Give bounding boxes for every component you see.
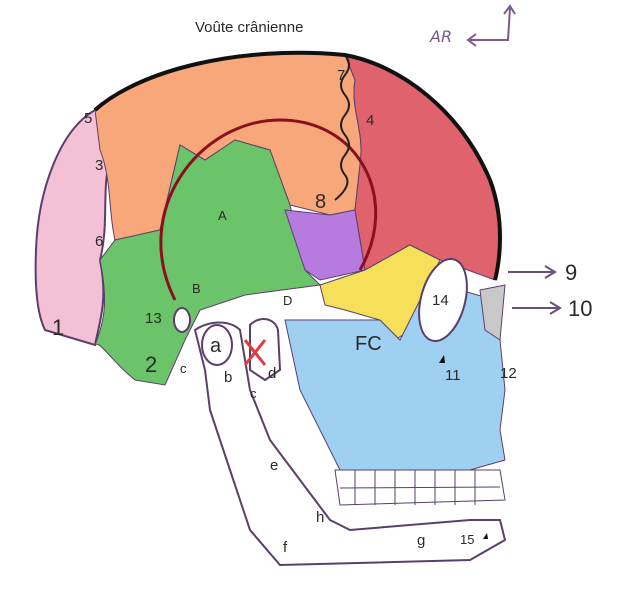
suture-arc [159,118,378,301]
foramen-15 [483,533,488,539]
label-15: 15 [460,532,474,547]
label-7: 7 [337,67,345,84]
label-A: A [218,208,227,223]
temporal-region [94,139,322,386]
foramen-11 [439,355,445,363]
foramen-13 [173,307,191,333]
label-c-left: c [180,361,187,376]
label-2: 2 [145,352,157,377]
label-c-mid: c [250,386,257,401]
label-13: 13 [145,310,162,327]
face-region [284,289,506,471]
label-10: 10 [568,296,592,321]
arrow-9 [508,265,557,279]
label-3: 3 [95,157,103,174]
label-5: 5 [84,110,92,127]
arrow-10 [512,301,562,315]
label-D: D [283,293,292,308]
label-6: 6 [95,233,103,250]
coronoid-process [249,318,282,382]
orbit-14 [418,258,468,342]
label-1: 1 [52,315,64,340]
label-B: B [192,281,201,296]
label-14: 14 [432,292,449,309]
label-f: f [283,539,288,556]
label-8: 8 [315,191,326,213]
label-4: 4 [366,112,374,129]
label-9: 9 [565,260,577,285]
title-label: Voûte crânienne [195,19,303,36]
label-g: g [417,532,425,549]
orientation-label: AR [429,27,452,46]
coronal-suture [334,54,350,201]
condyle-a [201,324,233,366]
label-FC: FC [355,333,382,355]
mandible [193,321,507,567]
label-b: b [224,369,232,386]
nasal-region [479,284,506,341]
label-12: 12 [500,365,517,382]
teeth [334,469,506,506]
label-11: 11 [445,367,461,384]
orientation-arrow [466,4,516,47]
cross-mark [243,339,267,366]
label-a: a [210,335,222,357]
label-e: e [270,457,278,474]
skull-outline [93,50,502,281]
label-h: h [316,509,324,526]
label-d: d [268,365,276,382]
frontal-region [344,54,501,281]
